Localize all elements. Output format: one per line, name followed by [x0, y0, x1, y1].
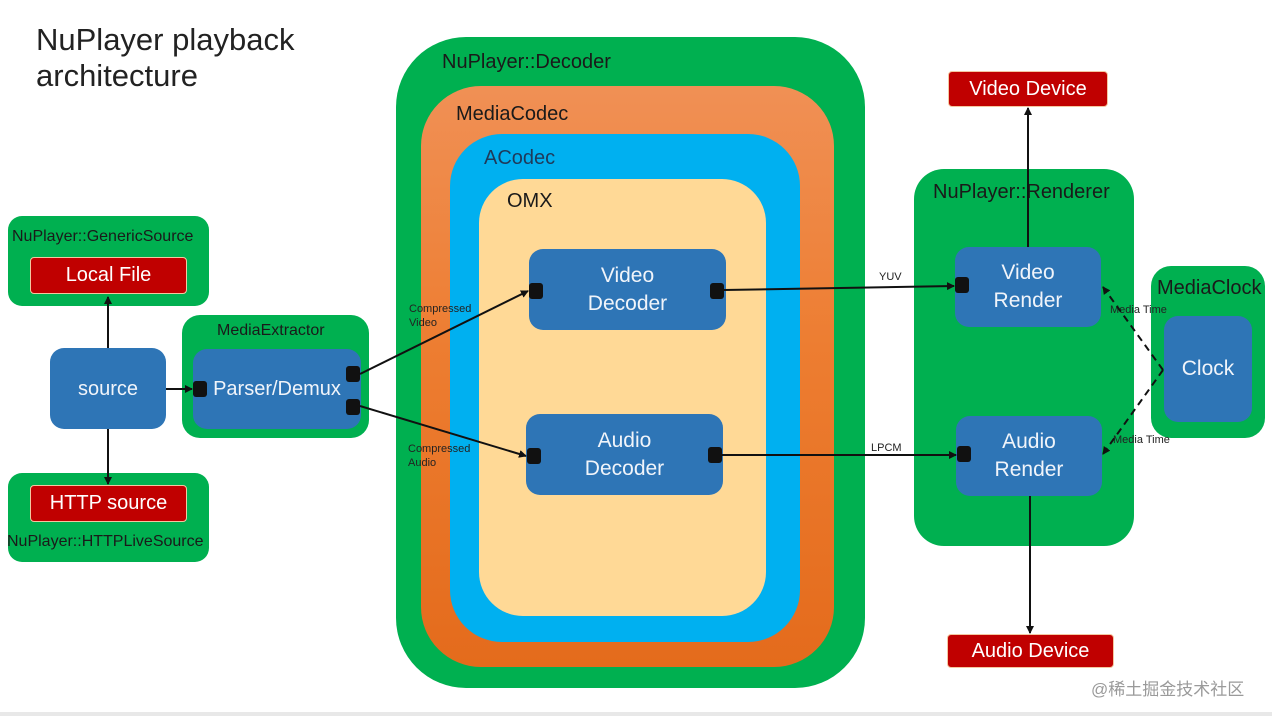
audio-render-line-1: Audio: [1002, 430, 1056, 453]
local-file-block[interactable]: Local File: [30, 257, 187, 294]
compressed-video-line-1: Compressed: [409, 303, 472, 315]
bottom-border: [0, 712, 1272, 716]
compressed-audio-label: Compressed Audio: [408, 442, 470, 470]
parser-demux-block[interactable]: Parser/Demux: [193, 349, 361, 429]
video-render-in-port: [955, 277, 969, 293]
video-decoder-line-1: Video: [600, 263, 655, 287]
watermark: @稀土掘金技术社区: [1091, 680, 1245, 699]
http-source-block[interactable]: HTTP source: [30, 485, 187, 522]
parser-audio-out-port: [346, 399, 360, 415]
media-extractor-label: MediaExtractor: [217, 322, 325, 339]
diagram-title: NuPlayer playback architecture: [36, 22, 294, 94]
parser-input-port: [193, 381, 207, 397]
renderer-label: NuPlayer::Renderer: [933, 181, 1110, 203]
audio-decoder-out-port: [708, 447, 722, 463]
audio-render-in-port: [957, 446, 971, 462]
compressed-audio-line-2: Audio: [408, 457, 437, 469]
source-block[interactable]: source: [50, 348, 166, 429]
omx-label: OMX: [507, 190, 553, 212]
media-time-bottom-label: Media Time: [1113, 434, 1170, 446]
clock-block[interactable]: Clock: [1164, 316, 1252, 422]
video-render-line-1: Video: [1001, 261, 1055, 284]
audio-device-block[interactable]: Audio Device: [947, 634, 1114, 668]
video-render-line-2: Render: [993, 289, 1063, 312]
lpcm-label: LPCM: [871, 442, 902, 454]
compressed-video-arrow: [359, 290, 529, 375]
audio-render-line-2: Render: [994, 458, 1064, 481]
media-clock-label: MediaClock: [1157, 277, 1262, 299]
compressed-audio-line-1: Compressed: [408, 443, 471, 455]
title-line-1: NuPlayer playback: [36, 22, 295, 57]
compressed-audio-arrow: [359, 405, 527, 458]
video-decoder-line-2: Decoder: [587, 291, 668, 315]
mediacodec-label: MediaCodec: [456, 103, 569, 125]
video-decoder-out-port: [710, 283, 724, 299]
video-device-block[interactable]: Video Device: [948, 71, 1108, 107]
compressed-video-line-2: Video: [409, 317, 437, 329]
title-line-2: architecture: [36, 58, 198, 93]
http-live-source-label: NuPlayer::HTTPLiveSource: [7, 533, 204, 550]
audio-decoder-in-port: [527, 448, 541, 464]
audio-decoder-line-2: Decoder: [584, 456, 665, 480]
generic-source-label: NuPlayer::GenericSource: [12, 228, 194, 245]
yuv-arrow: [723, 282, 955, 291]
media-time-bottom-arrow: [1102, 369, 1164, 455]
decoder-label: NuPlayer::Decoder: [442, 51, 611, 73]
media-time-top-label: Media Time: [1110, 304, 1167, 316]
yuv-label: YUV: [879, 271, 902, 283]
acodec-label: ACodec: [484, 147, 556, 169]
compressed-video-label: Compressed Video: [409, 302, 471, 330]
audio-decoder-line-1: Audio: [597, 428, 652, 452]
media-time-top-arrow: [1102, 286, 1164, 371]
parser-video-out-port: [346, 366, 360, 382]
video-decoder-in-port: [529, 283, 543, 299]
